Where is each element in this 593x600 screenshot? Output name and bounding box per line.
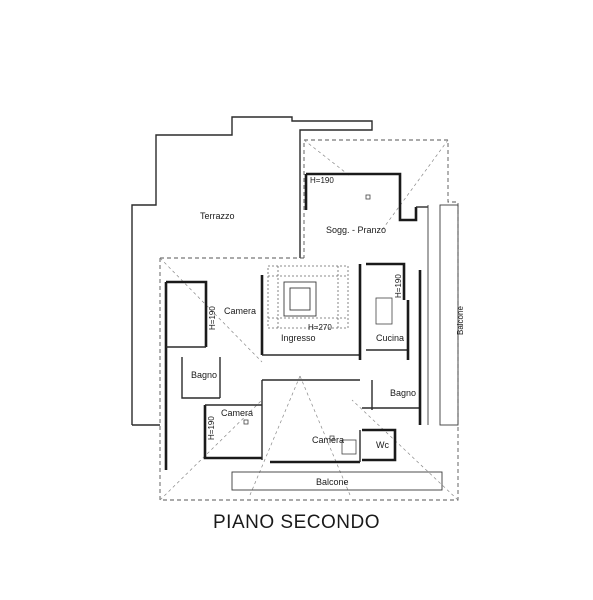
balcone-bottom-outline — [231, 471, 443, 491]
room-label-ingresso: Ingresso — [281, 333, 316, 343]
fixtures — [243, 194, 393, 455]
room-label-bagno-left: Bagno — [191, 370, 217, 380]
roof-diagonals — [159, 139, 459, 501]
terrazzo-outline — [131, 116, 373, 426]
room-label-wc: Wc — [376, 440, 389, 450]
room-label-soggiorno-pranzo: Sogg. - Pranzo — [326, 225, 386, 235]
room-label-balcone-right: Balcone — [456, 306, 465, 335]
height-label-camera-left: H=190 — [208, 306, 217, 330]
room-label-camera-left: Camera — [224, 306, 256, 316]
apartment-walls — [164, 172, 428, 470]
height-label-cucina: H=190 — [394, 274, 403, 298]
room-label-camera-center: Camera — [312, 435, 344, 445]
height-label-soggiorno: H=190 — [310, 176, 334, 185]
stairwell — [267, 265, 349, 329]
plan-caption: PIANO SECONDO — [213, 512, 380, 533]
room-label-bagno-right: Bagno — [390, 388, 416, 398]
balcone-right-outline — [427, 204, 459, 426]
room-label-balcone-bottom: Balcone — [316, 477, 349, 487]
eaves-dashed-outline — [159, 139, 459, 501]
height-label-camera-bottom: H=190 — [207, 416, 216, 440]
room-label-camera-bottom-left: Camera — [221, 408, 253, 418]
height-label-ingresso: H=270 — [308, 323, 332, 332]
room-label-terrazzo: Terrazzo — [200, 211, 235, 221]
room-label-cucina: Cucina — [376, 333, 404, 343]
